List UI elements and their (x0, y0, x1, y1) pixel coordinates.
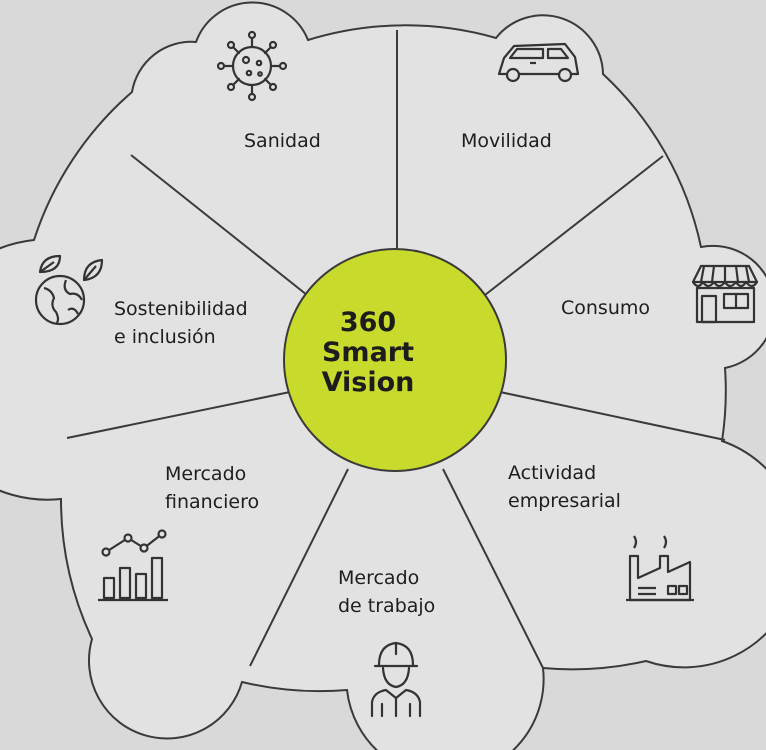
factory-icon (626, 535, 694, 602)
segment-label-sostenibilidad: Sostenibilidad e inclusión (114, 298, 248, 348)
car-icon (497, 42, 580, 83)
spoke-consumo-actividad (499, 391, 726, 441)
spoke-sostenibilidad-sanidad (130, 154, 308, 296)
spoke-trabajo-financiero (249, 468, 349, 667)
segment-label-mercado-de-trabajo: Mercado de trabajo (338, 567, 436, 617)
spokes (66, 30, 726, 669)
segment-label-mercado-financiero: Mercado financiero (165, 463, 260, 513)
worker-icon (370, 641, 422, 718)
center-title: 360 Smart Vision (321, 307, 415, 398)
segment-label-sanidad: Sanidad (244, 130, 321, 152)
eco-globe-icon (34, 254, 104, 326)
segment-label-movilidad: Movilidad (461, 130, 552, 152)
storefront-icon (691, 264, 759, 324)
segment-label-consumo: Consumo (561, 297, 651, 319)
center-circle (283, 248, 507, 472)
spoke-actividad-trabajo (442, 468, 544, 669)
spoke-movilidad-consumo (484, 155, 664, 296)
financial-chart-icon (98, 529, 168, 602)
virus-icon (216, 30, 288, 102)
spoke-financiero-sostenibilidad (66, 391, 291, 439)
segment-label-actividad-empresarial: Actividad empresarial (508, 462, 621, 512)
